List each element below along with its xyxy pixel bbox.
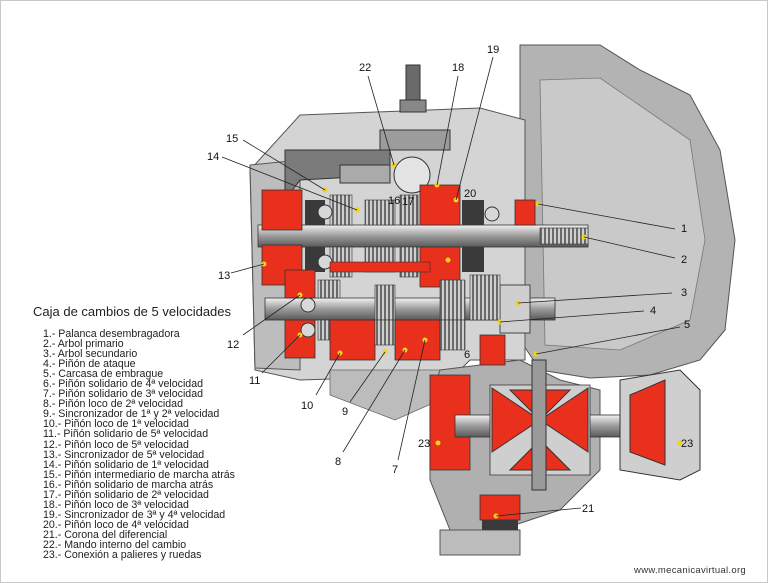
- site-credit: www.mecanicavirtual.org: [634, 565, 746, 576]
- callout-5: 5: [684, 319, 690, 331]
- callout-17: 17: [402, 196, 414, 208]
- primary-shaft: [257, 224, 589, 248]
- legend-item: 19.- Sincronizador de 3ª y 4ª velocidad: [43, 508, 226, 521]
- legend-item: 3.- Arbol secundario: [43, 348, 138, 361]
- callout-numbers: 22 18 19 15 14 16 17 20 1 2 13 3 4 5 12 …: [207, 44, 693, 515]
- legend-item: 23.- Conexión a palieres y ruedas: [43, 549, 202, 562]
- legend-item: 1.- Palanca desembragadora: [43, 328, 180, 340]
- callout-21: 21: [582, 503, 594, 515]
- callout-15: 15: [226, 133, 238, 145]
- callout-leader-lines: [221, 56, 681, 517]
- callout-18: 18: [452, 62, 464, 74]
- legend-item: 16.- Piñón solidario de marcha atrás: [43, 478, 214, 491]
- legend-item: 18.- Piñón loco de 3ª velocidad: [43, 498, 189, 511]
- callout-20: 20: [464, 188, 476, 200]
- legend-item: 15.- Piñón intermediario de marcha atrás: [43, 468, 235, 481]
- legend-item: 10.- Piñón loco de 1ª velocidad: [43, 418, 189, 431]
- legend-item: 20.- Piñón loco de 4ª velocidad: [43, 518, 189, 531]
- legend-item: 14.- Piñón solidario de 1ª velocidad: [43, 458, 209, 471]
- callout-12: 12: [227, 339, 239, 351]
- legend-item: 12.- Piñón loco de 5ª velocidad: [43, 438, 189, 451]
- legend-item: 7.- Piñón solidario de 3ª velocidad: [43, 388, 203, 401]
- callout-4: 4: [650, 305, 656, 317]
- legend-item: 5.- Carcasa de embrague: [43, 368, 164, 381]
- shift-control-mechanism: [284, 64, 451, 202]
- callout-23-right: 23: [681, 438, 693, 450]
- callout-6: 6: [464, 349, 470, 361]
- legend-item: 17.- Piñón solidario de 2ª velocidad: [43, 488, 209, 501]
- callout-7: 7: [392, 464, 398, 476]
- callout-3: 3: [681, 287, 687, 299]
- callout-16: 16: [388, 195, 400, 207]
- legend-item: 4.- Piñón de ataque: [43, 358, 136, 371]
- legend-item: 8.- Piñón loco de 2ª velocidad: [43, 398, 183, 411]
- differential: [429, 359, 701, 530]
- secondary-gears: [284, 261, 506, 366]
- diagram-title: Caja de cambios de 5 velocidades: [33, 304, 232, 319]
- callout-2: 2: [681, 254, 687, 266]
- callout-23-left: 23: [418, 438, 430, 450]
- callout-9: 9: [342, 406, 348, 418]
- legend-item: 6.- Piñón solidario de 4ª velocidad: [43, 378, 203, 391]
- callout-1: 1: [681, 223, 687, 235]
- legend-item: 2.- Arbol primario: [43, 338, 124, 351]
- legend-item: 21.- Corona del diferencial: [43, 528, 168, 541]
- legend-item: 22.- Mando interno del cambio: [43, 538, 187, 551]
- callout-13: 13: [218, 270, 230, 282]
- legend-item: 11.- Piñón solidario de 5ª velocidad: [43, 428, 209, 441]
- callout-22: 22: [359, 62, 371, 74]
- legend-item: 13.- Sincronizador de 5ª velocidad: [43, 448, 205, 461]
- callout-10: 10: [301, 400, 313, 412]
- callout-11: 11: [249, 375, 260, 387]
- legend: Caja de cambios de 5 velocidades 1.- Pal…: [33, 304, 235, 560]
- callout-14: 14: [207, 151, 219, 163]
- legend-item: 9.- Sincronizador de 1ª y 2ª velocidad: [43, 408, 220, 421]
- callout-8: 8: [335, 456, 341, 468]
- callout-19: 19: [487, 44, 499, 56]
